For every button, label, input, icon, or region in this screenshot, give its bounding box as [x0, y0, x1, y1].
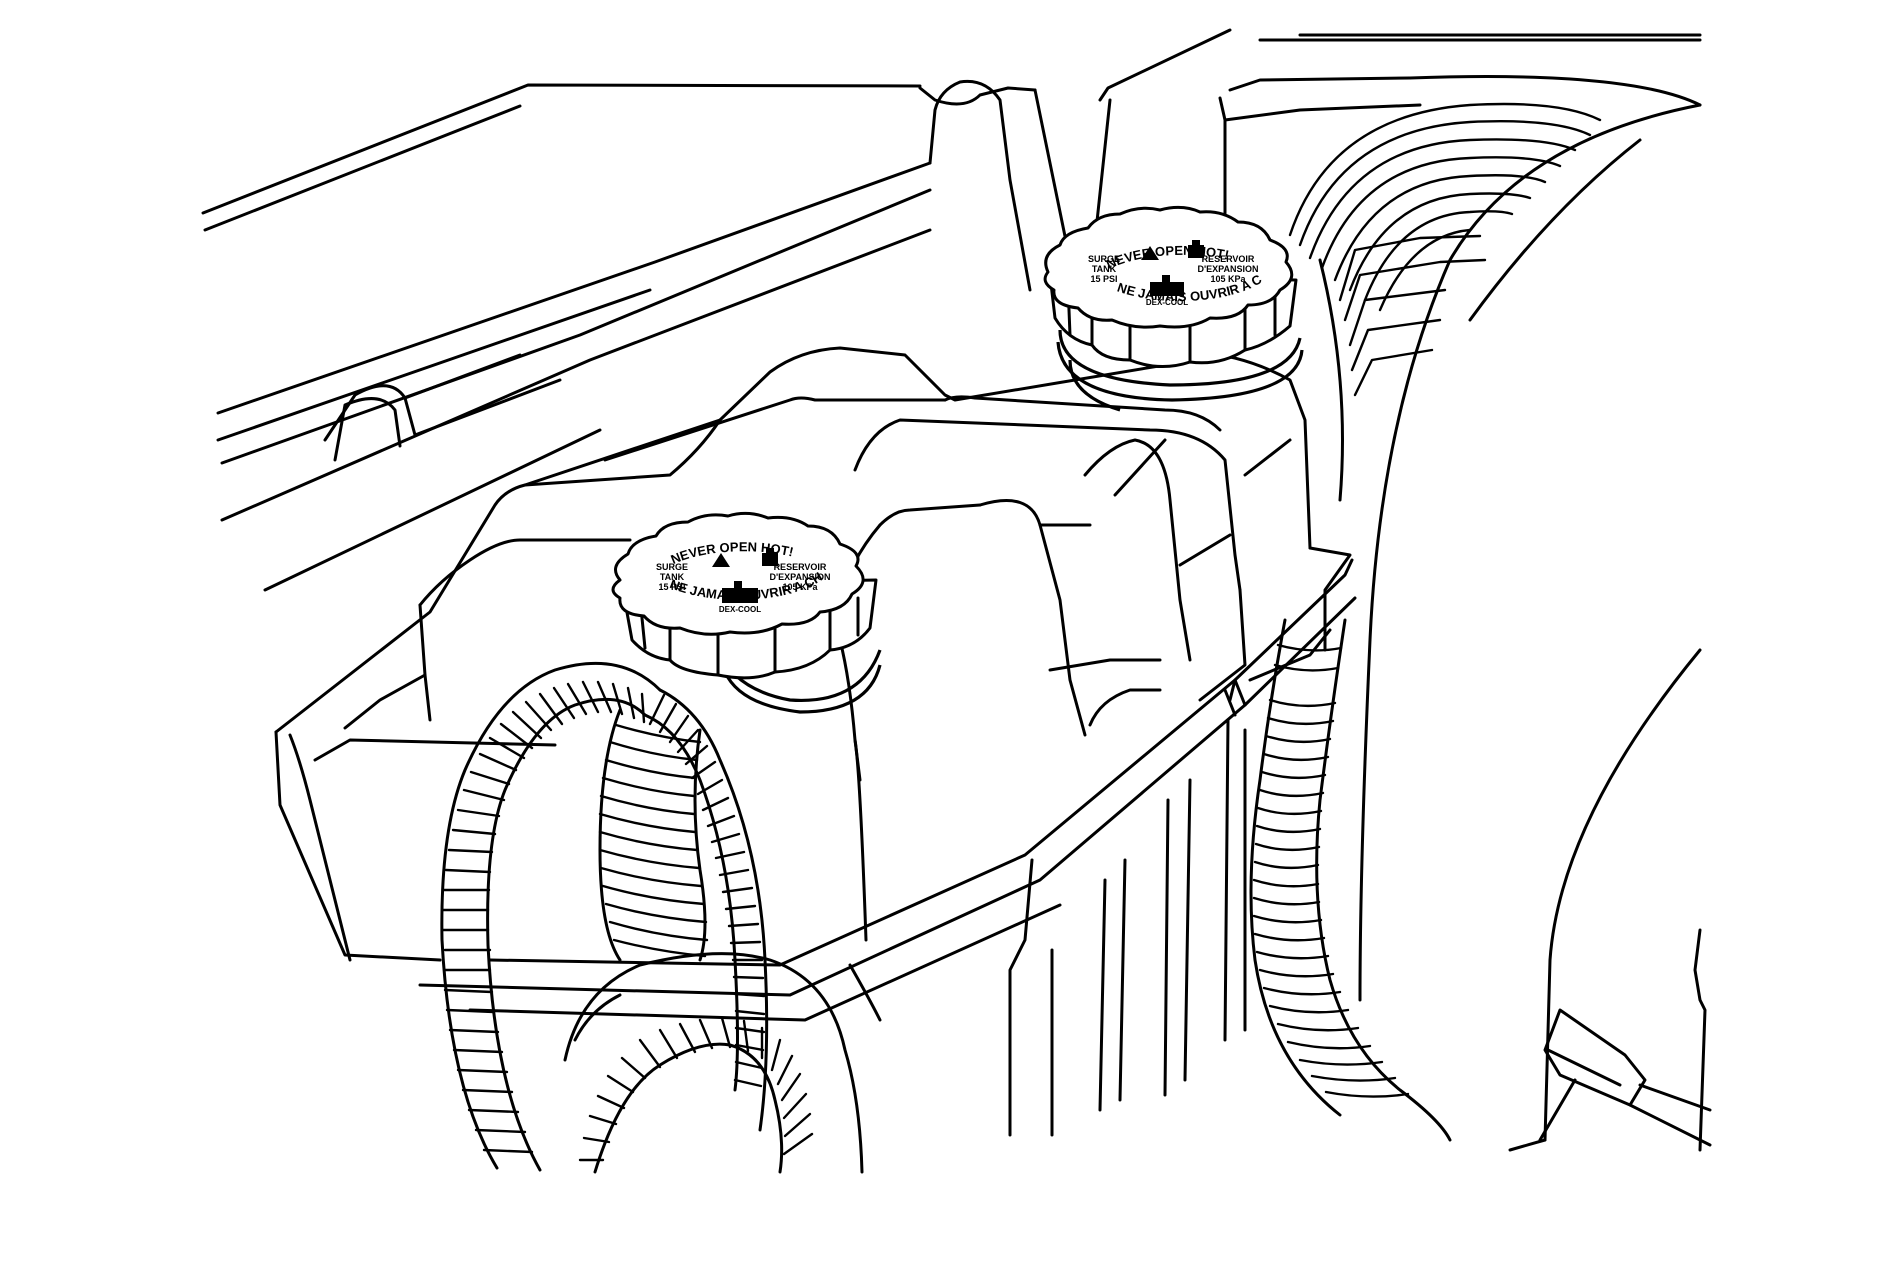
radiator-lower-hose	[1249, 618, 1452, 1142]
coolant-level-icon	[722, 581, 758, 603]
front-cap-right-line-1: RESERVOIR	[774, 562, 827, 572]
rear-cap-right-line-1: RESERVOIR	[1202, 254, 1255, 264]
coolant-level-icon	[1150, 275, 1184, 296]
rear-cap-left-line-3: 15 PSI	[1090, 274, 1117, 284]
hood-edge	[201, 83, 932, 592]
rear-cap-left-line-2: TANK	[1092, 264, 1117, 274]
front-surge-tank-cap: NEVER OPEN HOT! NE JAMAIS OUVRIR A CHAUD…	[0, 0, 882, 714]
front-cap-left-line-1: SURGE	[656, 562, 688, 572]
rear-cap-center-label: DEX-COOL	[1146, 298, 1188, 307]
radiator-upper-bracket	[918, 28, 1232, 292]
front-cap-arc-bottom: NE JAMAIS OUVRIR A CHAUD	[0, 0, 825, 603]
front-cap-right-line-3: 105 KPa	[782, 582, 818, 592]
surge-tank-body	[274, 346, 1352, 962]
air-intake-duct	[1218, 33, 1702, 1142]
tank-mounting-flange	[418, 558, 1357, 1022]
warning-triangle-icon	[1141, 246, 1159, 260]
hood-bracket	[323, 353, 562, 462]
coolant-reservoir-icon	[1188, 240, 1204, 258]
rear-cap-right-line-3: 105 KPa	[1210, 274, 1246, 284]
duct-ribs	[1288, 102, 1602, 397]
warning-triangle-icon	[712, 553, 730, 567]
front-cap-left-line-2: TANK	[660, 572, 685, 582]
rear-cap-left-line-1: SURGE	[1088, 254, 1120, 264]
hose-clamp	[1508, 928, 1712, 1152]
rear-cap-right-line-2: D'EXPANSION	[1198, 264, 1259, 274]
wiring-harness	[440, 661, 769, 1172]
radiator-upper-hose	[563, 708, 864, 1174]
coolant-reservoir-icon	[762, 548, 778, 566]
rear-surge-tank-cap: NEVER OPEN HOT! NE JAMAIS OUVRIR A CHAUD…	[0, 0, 1304, 412]
front-cap-right-line-2: D'EXPANSION	[770, 572, 831, 582]
front-cap-left-line-3: 15 PSI	[658, 582, 685, 592]
radiator-core	[1008, 678, 1247, 1137]
front-cap-center-label: DEX-COOL	[719, 605, 761, 614]
